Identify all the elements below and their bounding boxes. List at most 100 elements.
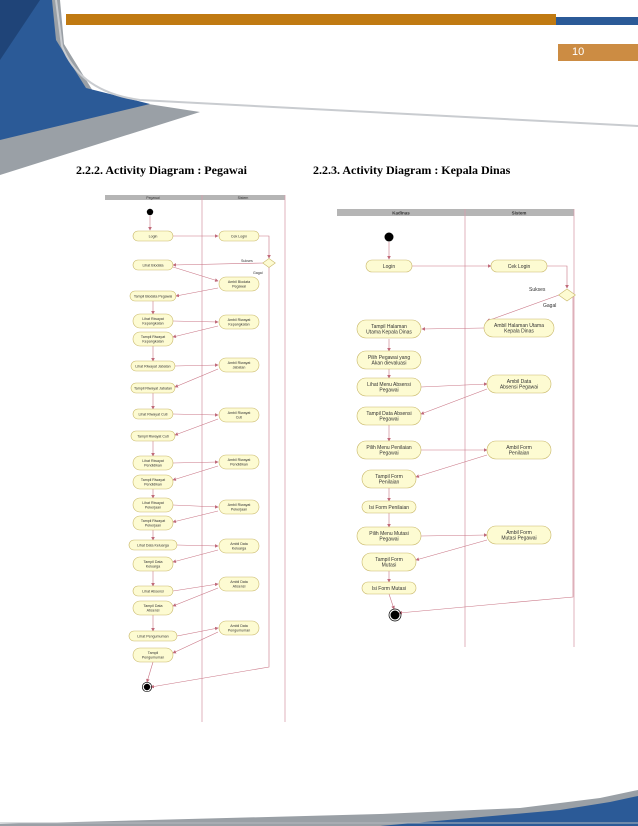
flow-arrow: [150, 267, 270, 689]
activity-label: Kepangkatan: [228, 322, 249, 326]
lane-label-kadinas: Kadinas: [392, 211, 410, 216]
header-decoration: [0, 0, 638, 175]
activity-label: Tampil Data: [144, 560, 163, 564]
activity-isi-form-penilaian: Isi Form Penilaian: [361, 500, 417, 514]
activity-label: Ambil Riwayat: [228, 361, 251, 365]
header-blue-bar: [530, 17, 638, 25]
activity-label: Kepangkatan: [142, 321, 163, 325]
activity-label: Pekerjaan: [145, 505, 161, 509]
activity-label: Mutasi: [382, 563, 397, 569]
flow-arrow: [176, 626, 219, 637]
flow-arrow: [175, 287, 219, 298]
activity-label: Pegawai: [379, 388, 398, 394]
flow-arrow: [172, 549, 219, 563]
flow-arrow: [547, 265, 569, 289]
activity-label: Pekerjaan: [145, 523, 161, 527]
flow-arrow: [421, 327, 485, 331]
flow-arrow: [174, 368, 219, 388]
activity-label: Keluarga: [232, 546, 246, 550]
activity-label: Pegawai: [379, 451, 398, 457]
activity-label: Tampil Riwayat: [141, 519, 165, 523]
flow-arrow: [420, 388, 488, 415]
activity-label: Utama Kepala Dinas: [366, 330, 412, 336]
activity-label: Pegawai: [379, 417, 398, 423]
flow-arrow: [174, 418, 219, 436]
activity-tampil-riwayat-jabatan: Tampil Riwayat Jabatan: [130, 382, 176, 394]
activity-label: Pengumuman: [228, 628, 250, 632]
guard-gagal: Gagal: [253, 271, 263, 275]
activity-tampil-riwayat-cuti: Tampil Riwayat Cuti: [130, 430, 176, 442]
start-node: [384, 232, 394, 242]
activity-login: Login: [365, 259, 413, 273]
activity-label: Akan dievaluasi: [371, 361, 406, 367]
activity-label: Tampil Riwayat Jabatan: [134, 386, 172, 390]
activity-label: Cek Login: [231, 234, 247, 238]
lane-label-pegawai: Pegawai: [146, 196, 160, 200]
activity-label: Ambil Data: [507, 379, 532, 385]
flow-arrow: [146, 661, 154, 683]
guard-sukses: Sukses: [241, 259, 253, 263]
header-orange-bar: [66, 14, 556, 25]
activity-tampil-biodata-pegawai: Tampil Biodata Pegawai: [129, 290, 177, 302]
activity-label: Login: [149, 234, 158, 238]
activity-label: Tampil Riwayat Cuti: [137, 434, 169, 438]
activity-lihat-biodata: Lihat Biodata: [132, 259, 174, 271]
activity-label: Ambil Biodata: [228, 280, 250, 284]
page-number: 10: [558, 44, 638, 61]
activity-label: Jabatan: [233, 365, 246, 369]
activity-label: Pegawai: [379, 537, 398, 543]
activity-label: Lihat Absensi: [142, 589, 164, 593]
activity-label: Keluarga: [146, 564, 160, 568]
activity-label: Isi Form Penilaian: [369, 505, 409, 511]
activity-label: Pilih Menu Mutasi: [369, 531, 408, 537]
activity-label: Penilaian: [379, 480, 400, 486]
activity-label: Kepala Dinas: [504, 329, 534, 335]
flow-arrow: [415, 539, 488, 561]
flow-arrow: [172, 587, 219, 607]
lane-label-sistem: Sistem: [238, 196, 249, 200]
flow-arrow: [176, 544, 219, 548]
activity-label: Ambil Data: [230, 580, 248, 584]
activity-label: Ambil Data: [230, 542, 248, 546]
flow-arrow: [415, 454, 488, 478]
activity-label: Absensi Pegawai: [500, 385, 538, 391]
activity-label: Pilih Menu Penilaian: [366, 445, 412, 451]
activity-lihat-absensi: Lihat Absensi: [132, 585, 174, 597]
activity-label: Lihat Riwayat: [142, 317, 164, 321]
activity-label: Lihat Riwayat Cuti: [139, 412, 168, 416]
flow-arrow: [174, 363, 219, 367]
activity-label: Absensi: [233, 584, 246, 588]
activity-lihat-riwayat-jabatan: Lihat Riwayat Jabatan: [130, 360, 176, 372]
activity-label: Lihat Riwayat: [142, 501, 164, 505]
activity-label: Tampil Riwayat: [141, 478, 165, 482]
guard-gagal: Gagal: [543, 303, 556, 309]
activity-label: Ambil Riwayat: [228, 458, 251, 462]
activity-label: Pendidikan: [144, 482, 162, 486]
activity-label: Pendidikan: [230, 462, 248, 466]
flow-arrow: [172, 320, 219, 324]
flow-arrow: [259, 235, 271, 259]
activity-cek-login: Cek Login: [490, 259, 548, 273]
activity-label: Ambil Form: [506, 530, 532, 536]
activity-label: Cuti: [236, 415, 243, 419]
activity-label: Ambil Riwayat: [228, 318, 251, 322]
caption-pegawai: 2.2.2. Activity Diagram : Pegawai: [76, 163, 247, 177]
